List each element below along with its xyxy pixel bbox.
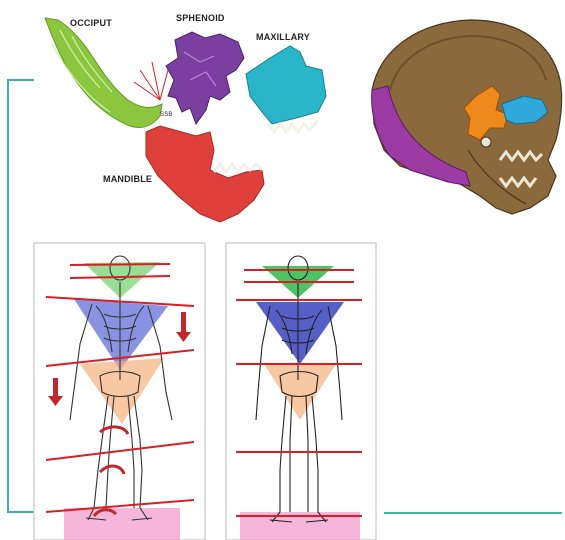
posture-panel-balanced [226,243,376,540]
label-occiput: OCCIPUT [70,18,112,28]
skull-ear-canal [481,137,491,147]
ssb-arrows [134,62,168,100]
cranial-bones-illustration: OCCIPUT SPHENOID MAXILLARY SSB MANDIBLE [45,13,326,222]
label-mandible: MANDIBLE [103,174,152,184]
posture-panel-imbalanced [34,243,205,540]
label-sphenoid: SPHENOID [176,13,225,23]
mandible-bone [146,126,264,222]
frame-line-left [8,80,34,512]
label-maxillary: MAXILLARY [256,32,310,42]
label-ssb: SSB [160,112,173,118]
floor-zone [64,508,180,540]
skull-illustration [372,20,562,214]
maxillary-bone [246,46,326,124]
sphenoid-bone [166,32,244,124]
